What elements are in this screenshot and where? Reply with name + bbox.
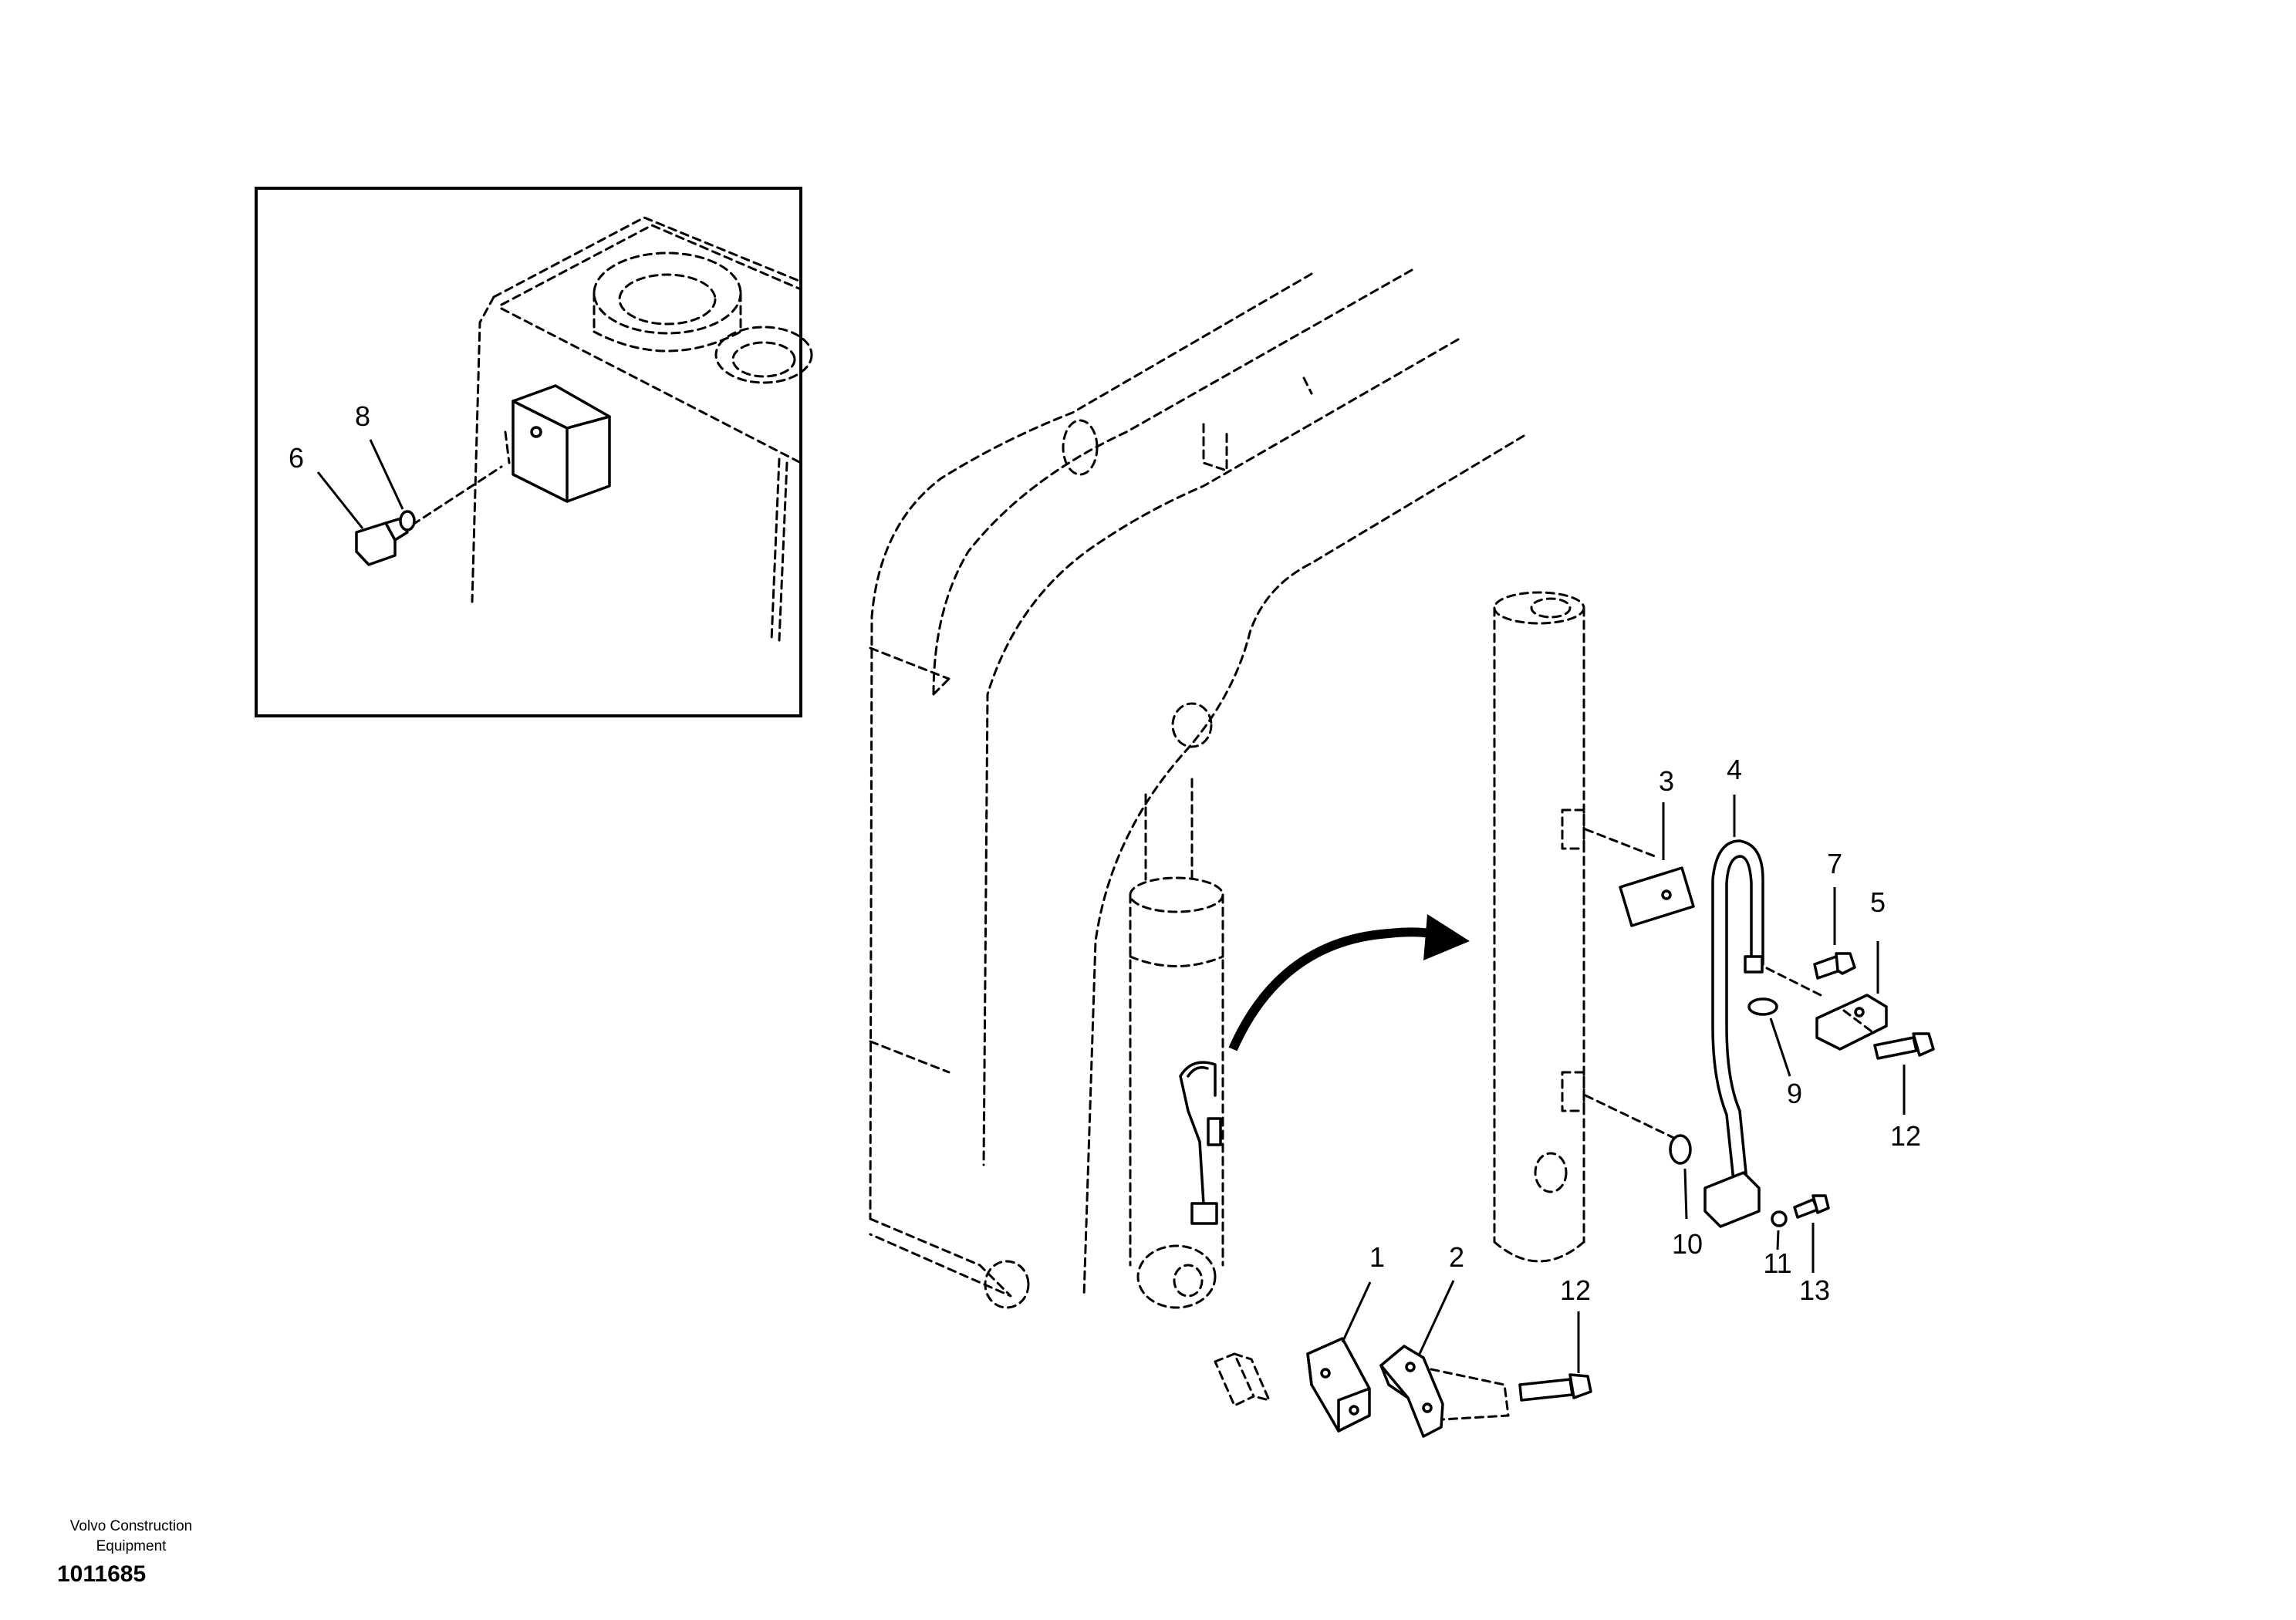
part-label-2: 2 (1449, 1241, 1464, 1273)
small-cylinder (1129, 778, 1224, 1309)
direction-arrow (1228, 914, 1470, 1051)
parts-bottom: 1 2 12 (1214, 1241, 1592, 1438)
boom-outline (869, 268, 1525, 1309)
part-label-11: 11 (1763, 1247, 1791, 1279)
inset-detail: 6 8 (255, 187, 813, 717)
clamp-part-5 (1815, 994, 1888, 1051)
bracket-part-2 (1379, 1345, 1444, 1438)
washer-part-11 (1771, 1210, 1788, 1227)
inset-frame (255, 187, 802, 717)
part-label-5: 5 (1870, 886, 1886, 918)
part-label-10: 10 (1672, 1228, 1703, 1260)
company-name-line1: Volvo Construction (69, 1518, 193, 1534)
parts-right: 3 4 7 5 9 12 10 11 13 (1619, 754, 1935, 1306)
part-label-8: 8 (355, 400, 370, 432)
part-label-4: 4 (1727, 754, 1742, 785)
bolt-part-12-right (1873, 1036, 1918, 1060)
drawing-number: 1011685 (57, 1561, 147, 1587)
oring-part-10 (1669, 1134, 1692, 1165)
part-label-1: 1 (1369, 1241, 1385, 1273)
large-cylinder (1493, 591, 1683, 1263)
part-label-7: 7 (1827, 848, 1842, 879)
part-label-3: 3 (1659, 765, 1674, 797)
bolt-part-12-bottom (1518, 1378, 1574, 1402)
pipe-part-4 (1711, 839, 1764, 1190)
part-label-12-bottom: 12 (1560, 1274, 1591, 1306)
part-label-13: 13 (1799, 1274, 1830, 1306)
company-name-line2: Equipment (96, 1538, 167, 1554)
plate-part-3 (1619, 866, 1695, 927)
oring-part-8 (399, 510, 416, 532)
part-label-9: 9 (1787, 1078, 1802, 1109)
part-label-12-right: 12 (1890, 1120, 1921, 1152)
oring-part-9 (1747, 997, 1778, 1016)
company-name: Volvo Construction Equipment (31, 1517, 231, 1557)
part-label-6: 6 (289, 442, 304, 474)
